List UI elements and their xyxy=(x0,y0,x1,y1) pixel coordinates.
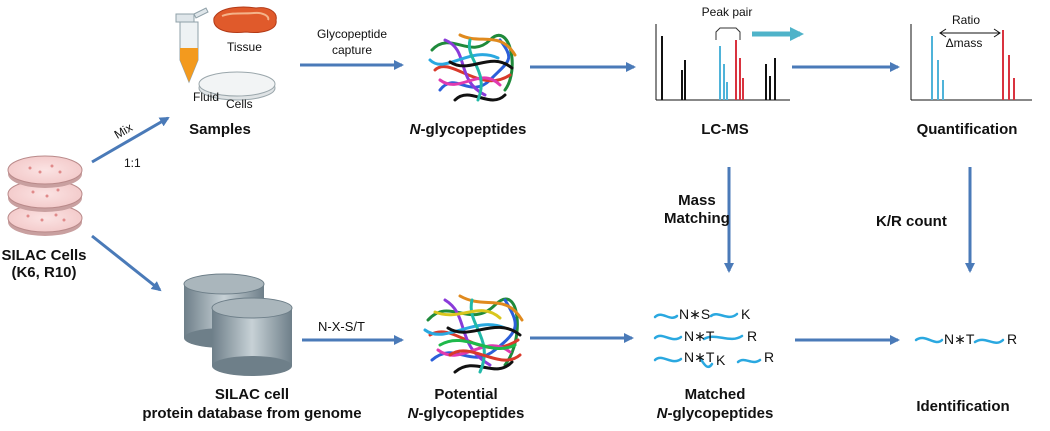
flow-arrows xyxy=(91,60,975,345)
matched-title: Matched N-glycopeptides xyxy=(656,386,774,422)
glycopeptide-cluster-icon xyxy=(428,33,517,102)
peak-pair-label: Peak pair xyxy=(701,5,753,19)
identified-peptide-end: R xyxy=(1007,331,1018,347)
matched-peptide-3-k: K xyxy=(716,352,726,368)
quantification-title: Quantification xyxy=(916,121,1018,138)
matched-peptide-lines xyxy=(653,312,1005,369)
samples-title: Samples xyxy=(189,121,251,138)
identified-peptide: N∗T xyxy=(944,331,975,347)
matched-peptide-1-end: K xyxy=(741,306,751,322)
cells-label: Cells xyxy=(226,97,253,111)
database-title: SILAC cell protein database from genome xyxy=(142,386,362,422)
matched-peptide-2: N∗T xyxy=(684,328,715,344)
database-icon xyxy=(183,273,293,376)
glycopeptide-capture-label: Glycopeptide capture xyxy=(316,27,388,57)
matched-peptide-3-end: R xyxy=(764,349,775,365)
ratio-label: Ratio xyxy=(951,13,981,27)
lcms-spectrum xyxy=(655,24,790,101)
quant-spectrum xyxy=(910,24,1032,101)
arrow-to-database xyxy=(91,234,162,292)
n-glycopeptides-title: N-glycopeptides xyxy=(409,121,527,138)
matched-peptide-2-end: R xyxy=(747,328,758,344)
cell-dish-icon xyxy=(198,71,276,101)
mass-matching-label: Mass Matching xyxy=(664,192,730,227)
identification-title: Identification xyxy=(916,398,1010,415)
fluid-label: Fluid xyxy=(193,90,220,104)
potential-title: Potential N-glycopeptides xyxy=(407,386,525,422)
motif-label: N-X-S/T xyxy=(318,319,365,334)
tissue-icon xyxy=(213,6,277,33)
ratio-1-1-label: 1:1 xyxy=(124,156,141,170)
silac-dishes-icon xyxy=(7,155,83,236)
tissue-label: Tissue xyxy=(227,40,262,54)
sample-tube-icon xyxy=(175,7,209,84)
arrow-mix xyxy=(91,116,170,164)
lcms-title: LC-MS xyxy=(701,121,749,138)
potential-glycopeptide-cluster-icon xyxy=(423,294,524,374)
silac-cells-title: SILAC Cells (K6, R10) xyxy=(1,247,87,281)
matched-peptide-1: N∗S xyxy=(679,306,711,322)
delta-mass-label: Δmass xyxy=(945,36,983,50)
kr-count-label: K/R count xyxy=(876,213,947,230)
matched-peptide-3: N∗T xyxy=(684,349,715,365)
